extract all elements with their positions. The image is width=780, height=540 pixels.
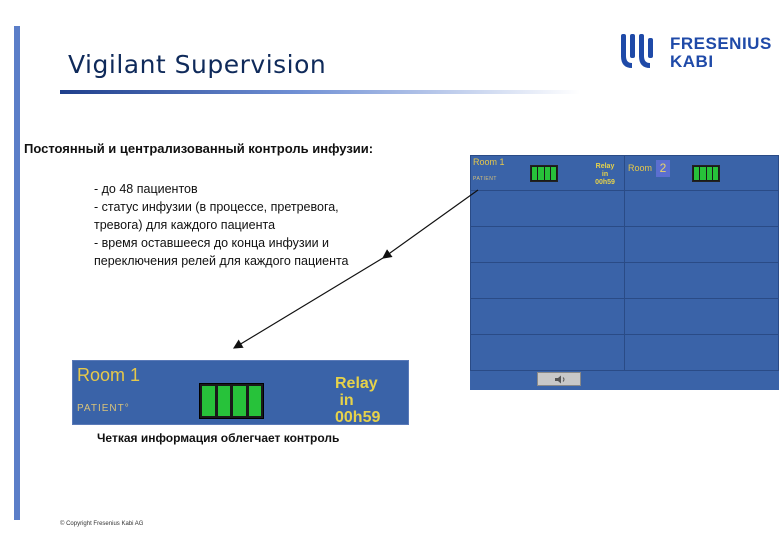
list-item: - до 48 пациентов (94, 182, 198, 196)
patient-label: PATIENT (473, 176, 497, 182)
room-cell[interactable] (624, 262, 779, 299)
card-relay-countdown: Relay in 00h59 (335, 375, 381, 425)
feature-list: - до 48 пациентов - статус инфузии (в пр… (94, 180, 394, 270)
card-caption: Четкая информация облегчает контроль (97, 431, 340, 445)
relay-line: in (601, 171, 609, 178)
room1-label: Room 1 (473, 157, 505, 167)
logo-wordmark: FRESENIUS KABI (670, 35, 772, 71)
relay-countdown: Relay in 00h59 (590, 163, 620, 187)
list-item: переключения релей для каждого пациента (94, 254, 349, 268)
fresenius-logo-icon (621, 34, 653, 68)
battery-segment (700, 167, 706, 180)
battery-segment (706, 167, 712, 180)
list-item: - время оставшееся до конца инфузии и (94, 236, 330, 250)
slide-title: Vigilant Supervision (68, 50, 327, 79)
left-accent-bar (14, 26, 20, 520)
logo-line-1: FRESENIUS (670, 34, 772, 53)
arrow-to-card (232, 257, 384, 349)
battery-status-icon (199, 383, 264, 419)
room-cell[interactable] (624, 190, 779, 227)
battery-status-icon (692, 165, 720, 182)
room-cell[interactable] (624, 226, 779, 263)
fresenius-kabi-logo: FRESENIUS KABI (618, 32, 771, 72)
room-cell[interactable] (470, 298, 625, 335)
battery-segment (694, 167, 700, 180)
card-patient-label: PATIENT° (77, 403, 130, 414)
room2-badge: 2 (656, 160, 670, 177)
room2-label: Room (628, 163, 653, 173)
room-cell[interactable] (470, 262, 625, 299)
battery-segment (233, 386, 246, 416)
battery-segment (532, 167, 538, 180)
section-heading: Постоянный и централизованный контроль и… (24, 141, 374, 156)
room-cell[interactable] (470, 190, 625, 227)
relay-line: 00h59 (595, 179, 615, 186)
room-cell[interactable] (470, 334, 625, 371)
battery-segment (248, 386, 261, 416)
relay-line: Relay (595, 163, 615, 170)
battery-segment (217, 386, 230, 416)
arrow-to-list (382, 189, 479, 259)
list-item: тревога) для каждого пациента (94, 218, 276, 232)
room-cell[interactable] (470, 226, 625, 263)
card-room-label: Room 1 (77, 365, 141, 385)
battery-segment (550, 167, 556, 180)
battery-segment (202, 386, 215, 416)
monitor-footer-bar (470, 370, 779, 390)
logo-line-2: KABI (670, 52, 714, 71)
battery-segment (712, 167, 718, 180)
list-item: - статус инфузии (в процессе, претревога… (94, 200, 339, 214)
speaker-icon (555, 375, 565, 384)
relay-line: Relay (335, 375, 378, 392)
relay-line: 00h59 (335, 409, 381, 425)
battery-segment (538, 167, 544, 180)
room-detail-card: Room 1 PATIENT° Relay in 00h59 (72, 360, 409, 425)
title-divider (60, 90, 580, 94)
room-cell[interactable] (624, 334, 779, 371)
copyright-notice: © Copyright Fresenius Kabi AG (60, 521, 144, 527)
relay-line: in (335, 392, 354, 409)
mute-button[interactable] (537, 372, 581, 386)
room-cell[interactable] (624, 298, 779, 335)
battery-status-icon (530, 165, 558, 182)
battery-segment (544, 167, 550, 180)
